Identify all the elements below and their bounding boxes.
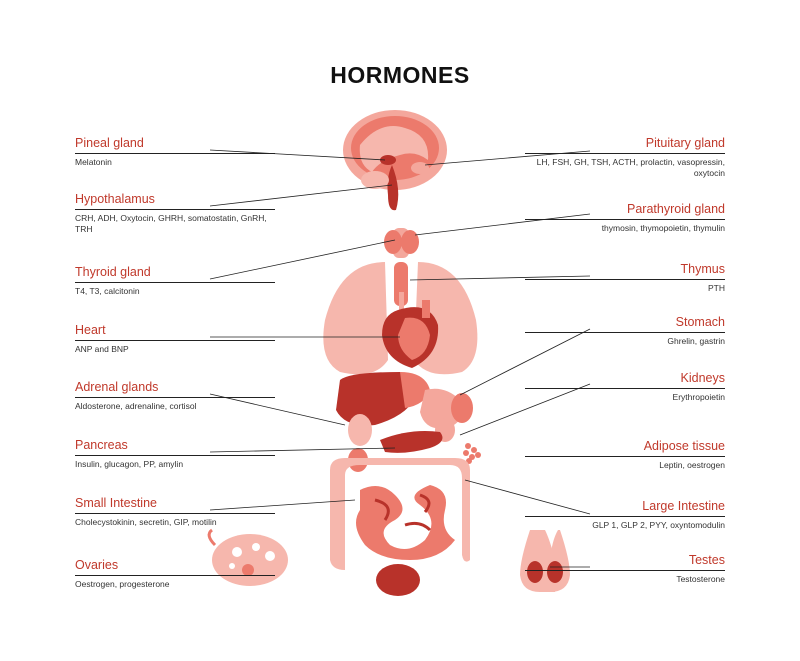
label-heart: Heart ANP and BNP [75, 323, 275, 355]
large-intestine-icon [330, 458, 470, 570]
label-name: Large Intestine [642, 499, 725, 513]
label-desc: Leptin, oestrogen [659, 460, 725, 470]
label-desc: T4, T3, calcitonin [75, 286, 140, 296]
divider [525, 332, 725, 333]
label-name: Parathyroid gland [627, 202, 725, 216]
divider [525, 388, 725, 389]
label-desc: Aldosterone, adrenaline, cortisol [75, 401, 197, 411]
label-testes: Testes Testosterone [525, 553, 725, 585]
divider [525, 153, 725, 154]
divider [525, 516, 725, 517]
label-name: Pineal gland [75, 136, 144, 150]
label-ovaries: Ovaries Oestrogen, progesterone [75, 558, 275, 590]
brain-icon [343, 110, 447, 211]
divider [75, 397, 275, 398]
label-name: Adrenal glands [75, 380, 159, 394]
label-name: Ovaries [75, 558, 119, 572]
label-desc: Erythropoietin [672, 392, 725, 402]
ovary-icon [207, 528, 288, 586]
heart-icon [382, 300, 439, 368]
label-thymus: Thymus PTH [525, 262, 725, 294]
label-parathyroid-gland: Parathyroid gland thymosin, thymopoietin… [525, 202, 725, 234]
divider [75, 455, 275, 456]
label-name: Pituitary gland [645, 136, 725, 150]
divider [75, 575, 275, 576]
label-desc: LH, FSH, GH, TSH, ACTH, prolactin, vasop… [536, 157, 725, 178]
label-name: Kidneys [680, 371, 725, 385]
stomach-icon [420, 388, 463, 429]
label-name: Adipose tissue [643, 439, 725, 453]
divider [525, 279, 725, 280]
small-intestine-icon [356, 485, 455, 560]
label-thyroid-gland: Thyroid gland T4, T3, calcitonin [75, 265, 275, 297]
label-desc: PTH [708, 283, 725, 293]
label-hypothalamus: Hypothalamus CRH, ADH, Oxytocin, GHRH, s… [75, 192, 275, 235]
label-desc: ANP and BNP [75, 344, 129, 354]
label-adrenal-glands: Adrenal glands Aldosterone, adrenaline, … [75, 380, 275, 412]
label-stomach: Stomach Ghrelin, gastrin [525, 315, 725, 347]
adipose-icon [463, 443, 481, 464]
label-pineal-gland: Pineal gland Melatonin [75, 136, 275, 168]
label-pituitary-gland: Pituitary gland LH, FSH, GH, TSH, ACTH, … [525, 136, 725, 179]
pancreas-icon [380, 431, 443, 453]
label-desc: GLP 1, GLP 2, PYY, oxyntomodulin [592, 520, 725, 530]
divider [525, 219, 725, 220]
label-name: Stomach [675, 315, 725, 329]
leader-lines [209, 149, 591, 568]
label-desc: Testosterone [676, 574, 725, 584]
testes-icon [520, 530, 570, 592]
liver-icon [336, 372, 430, 426]
label-pancreas: Pancreas Insulin, glucagon, PP, amylin [75, 438, 275, 470]
divider [525, 570, 725, 571]
label-name: Small Intestine [75, 496, 157, 510]
label-desc: Oestrogen, progesterone [75, 579, 170, 589]
label-name: Testes [688, 553, 725, 567]
label-name: Pancreas [75, 438, 128, 452]
divider [75, 209, 275, 210]
label-desc: Insulin, glucagon, PP, amylin [75, 459, 184, 469]
divider [75, 513, 275, 514]
label-desc: thymosin, thymopoietin, thymulin [601, 223, 725, 233]
label-name: Thymus [680, 262, 725, 276]
divider [525, 456, 725, 457]
label-large-intestine: Large Intestine GLP 1, GLP 2, PYY, oxynt… [525, 499, 725, 531]
thyroid-icon [384, 228, 419, 258]
divider [75, 153, 275, 154]
label-name: Thyroid gland [75, 265, 151, 279]
label-adipose-tissue: Adipose tissue Leptin, oestrogen [525, 439, 725, 471]
label-name: Hypothalamus [75, 192, 155, 206]
label-kidneys: Kidneys Erythropoietin [525, 371, 725, 403]
divider [75, 282, 275, 283]
label-desc: Cholecystokinin, secretin, GIP, motilin [75, 517, 217, 527]
label-desc: Melatonin [75, 157, 112, 167]
label-small-intestine: Small Intestine Cholecystokinin, secreti… [75, 496, 275, 528]
page-title: HORMONES [330, 62, 470, 88]
label-name: Heart [75, 323, 106, 337]
label-desc: CRH, ADH, Oxytocin, GHRH, somatostatin, … [75, 213, 267, 234]
label-desc: Ghrelin, gastrin [667, 336, 725, 346]
divider [75, 340, 275, 341]
